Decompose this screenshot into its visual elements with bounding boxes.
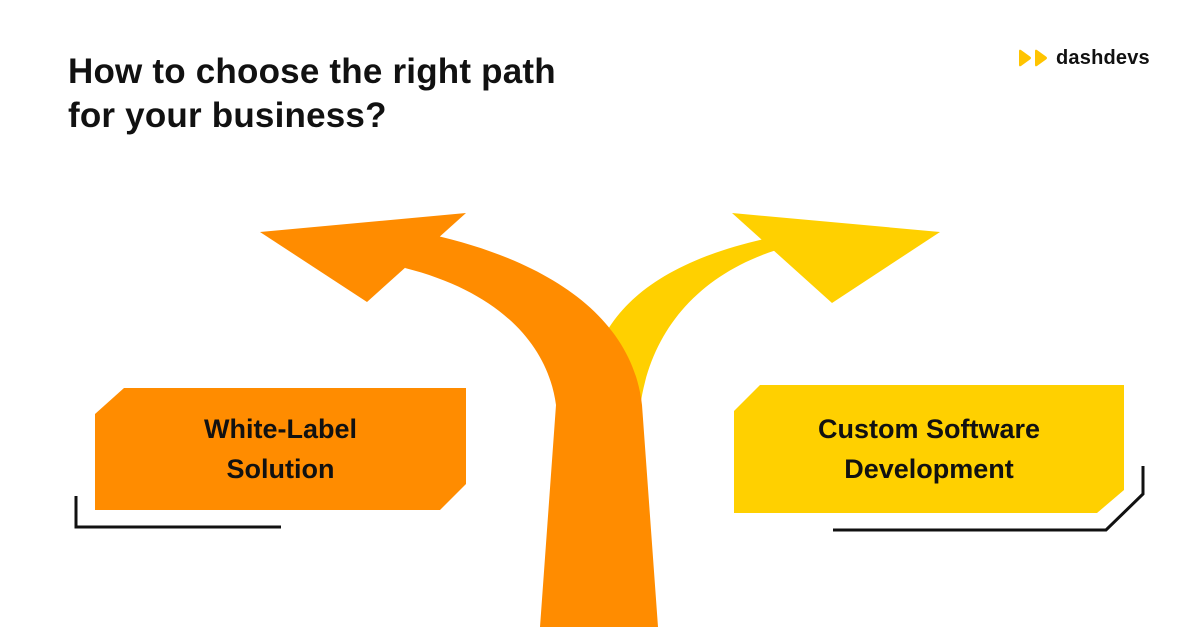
left-arrow-shaft [405,232,658,627]
brand-name: dashdevs [1056,46,1150,69]
right-arrow-head [732,213,940,303]
brand-logo: dashdevs [1018,46,1150,70]
title-line-2: for your business? [68,96,387,135]
title-line-1: How to choose the right path [68,52,556,91]
left-card-outline [74,496,281,529]
double-play-icon [1019,49,1047,67]
option-label-line-2: Solution [226,454,335,484]
left-card [95,388,466,510]
right-arrow-shaft [596,232,800,408]
option-label-line-1: Custom Software [817,414,1041,444]
white-label-option: White-Label Solution [95,388,466,510]
page-title: How to choose the right path for your bu… [68,50,556,138]
option-label-line-2: Development [844,454,1014,484]
right-card-outline [833,466,1145,532]
right-card [734,385,1124,513]
custom-software-option: Custom Software Development [734,385,1124,513]
left-arrow-head [260,213,466,302]
option-label-line-1: White-Label [204,414,357,444]
